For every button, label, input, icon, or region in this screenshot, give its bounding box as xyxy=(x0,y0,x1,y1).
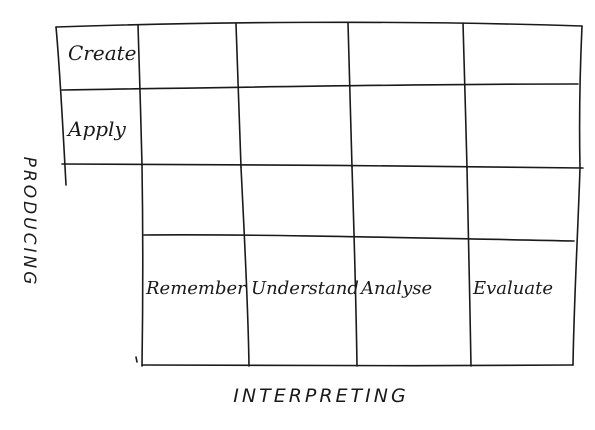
y-axis-label: PRODUCING xyxy=(19,157,39,288)
cell-label-understand: Understand xyxy=(251,278,359,299)
upper-grid-col-line-4 xyxy=(462,22,468,169)
lower-grid xyxy=(135,164,581,367)
lower-grid-col-line-2 xyxy=(240,166,250,367)
upper-grid-left-line xyxy=(55,26,67,186)
cell-label-create: Create xyxy=(68,41,137,65)
upper-grid-top-line xyxy=(55,21,583,28)
cell-label-analyse: Analyse xyxy=(359,278,432,299)
lower-grid-col-line-1 xyxy=(141,164,144,367)
upper-grid xyxy=(55,21,584,186)
lower-grid-right-line xyxy=(572,167,581,366)
cell-label-apply: Apply xyxy=(66,117,126,141)
lower-grid-col-line-4 xyxy=(466,167,472,367)
lower-grid-bottom-line xyxy=(141,364,574,367)
upper-grid-row-line-1 xyxy=(61,83,579,91)
cell-label-evaluate: Evaluate xyxy=(472,278,553,299)
upper-grid-col-line-2 xyxy=(235,23,242,168)
x-axis-label: INTERPRETING xyxy=(233,385,408,407)
upper-grid-col-line-3 xyxy=(347,22,353,168)
upper-grid-right-line xyxy=(578,25,583,169)
lower-grid-col-line-3 xyxy=(351,166,358,367)
upper-grid-row-line-2 xyxy=(61,163,584,169)
upper-grid-col-line-1 xyxy=(137,24,143,166)
stray-tick-mark xyxy=(135,356,138,363)
cell-label-remember: Remember xyxy=(145,278,247,299)
lower-grid-top-line xyxy=(143,234,575,242)
